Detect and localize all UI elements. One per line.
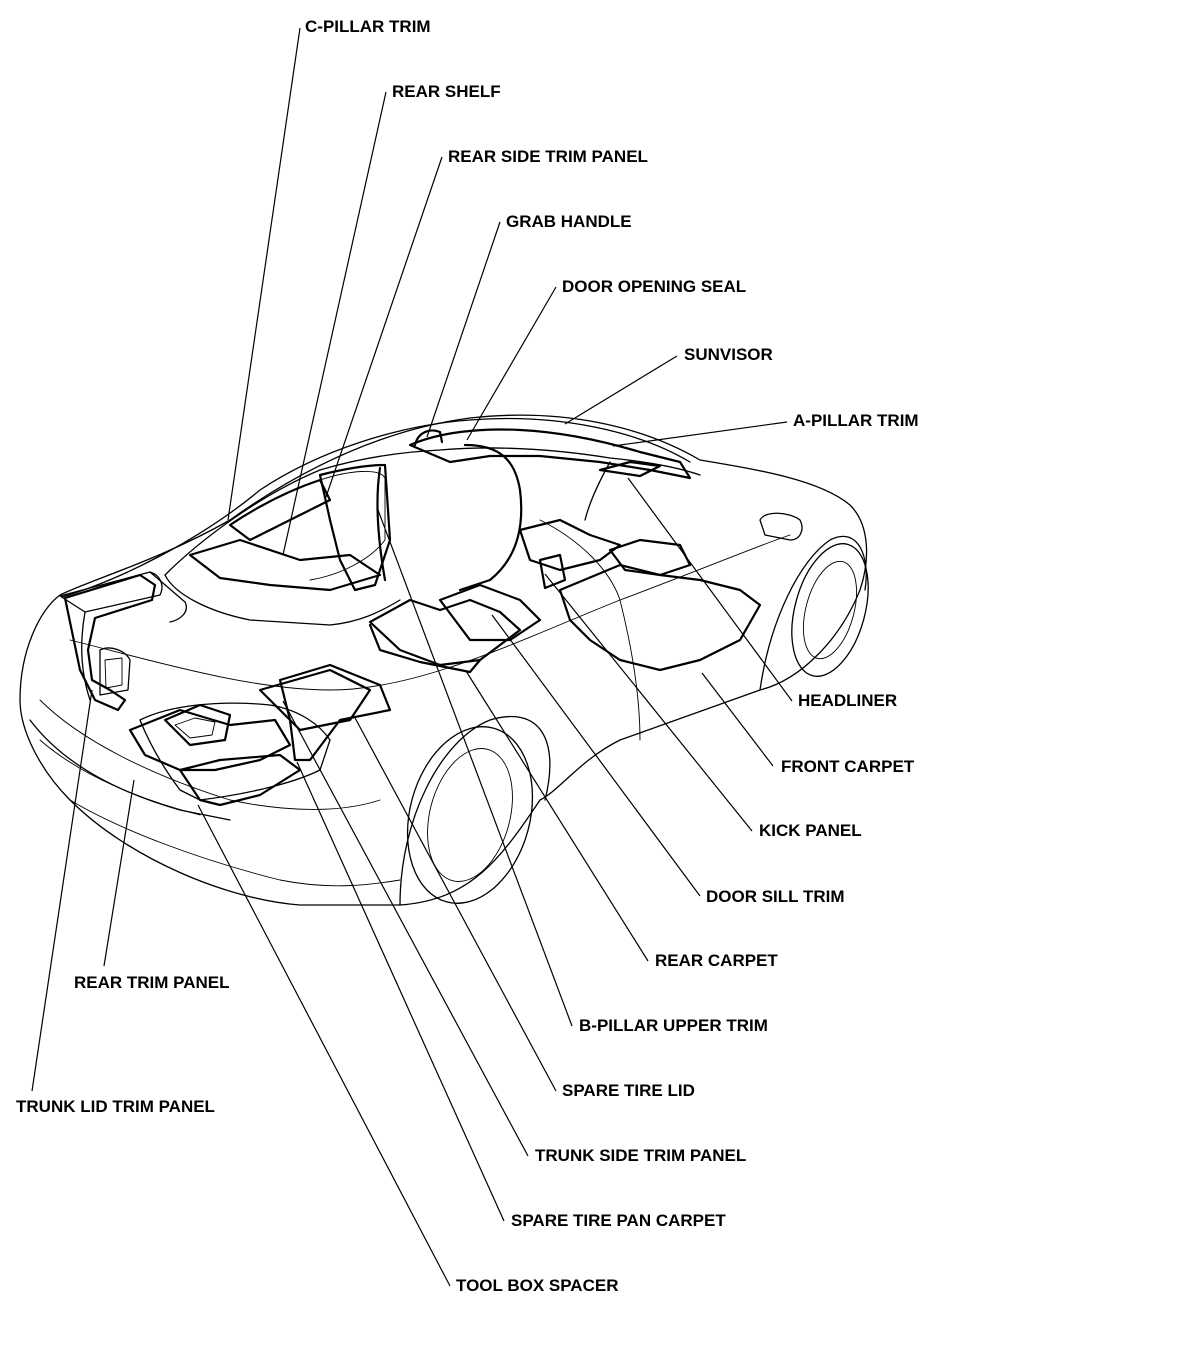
label-kick-panel: KICK PANEL <box>759 821 862 840</box>
interior-trim-parts <box>63 428 762 807</box>
label-headliner: HEADLINER <box>798 691 898 710</box>
leader-spare-tire-pan-carpet <box>296 761 505 1222</box>
label-rear-shelf: REAR SHELF <box>392 82 501 101</box>
label-door-opening-seal: DOOR OPENING SEAL <box>562 277 747 296</box>
leader-grab-handle <box>426 221 501 438</box>
label-trunk-side-trim-panel: TRUNK SIDE TRIM PANEL <box>535 1146 747 1165</box>
leader-lines <box>31 27 793 1287</box>
leader-tool-box-spacer <box>197 804 451 1287</box>
label-door-sill-trim: DOOR SILL TRIM <box>706 887 845 906</box>
car-body-outline <box>19 414 869 906</box>
leader-rear-trim-panel <box>103 779 135 967</box>
leader-rear-side-trim-panel <box>325 156 443 498</box>
leader-rear-shelf <box>282 91 387 556</box>
label-rear-carpet: REAR CARPET <box>655 951 778 970</box>
leader-door-opening-seal <box>466 286 557 441</box>
label-trunk-lid-trim-panel: TRUNK LID TRIM PANEL <box>16 1097 215 1116</box>
label-c-pillar-trim: C-PILLAR TRIM <box>305 17 431 36</box>
label-sunvisor: SUNVISOR <box>684 345 773 364</box>
leader-front-carpet <box>701 672 774 767</box>
label-a-pillar-trim: A-PILLAR TRIM <box>793 411 919 430</box>
leader-trunk-side-trim-panel <box>282 700 529 1157</box>
leader-a-pillar-trim <box>612 421 788 447</box>
label-b-pillar-upper-trim: B-PILLAR UPPER TRIM <box>579 1016 768 1035</box>
label-spare-tire-lid: SPARE TIRE LID <box>562 1081 695 1100</box>
leader-trunk-lid-trim-panel <box>31 689 93 1092</box>
label-spare-tire-pan-carpet: SPARE TIRE PAN CARPET <box>511 1211 726 1230</box>
leader-door-sill-trim <box>491 614 701 897</box>
label-grab-handle: GRAB HANDLE <box>506 212 632 231</box>
label-front-carpet: FRONT CARPET <box>781 757 915 776</box>
leader-kick-panel <box>544 573 753 832</box>
leader-sunvisor <box>564 355 678 425</box>
leader-headliner <box>627 477 793 702</box>
leader-rear-carpet <box>465 670 649 962</box>
leader-spare-tire-lid <box>353 715 557 1092</box>
leader-c-pillar-trim <box>227 27 301 521</box>
label-rear-side-trim-panel: REAR SIDE TRIM PANEL <box>448 147 648 166</box>
label-rear-trim-panel: REAR TRIM PANEL <box>74 973 230 992</box>
label-tool-box-spacer: TOOL BOX SPACER <box>456 1276 619 1295</box>
leader-b-pillar-upper-trim <box>377 509 573 1027</box>
